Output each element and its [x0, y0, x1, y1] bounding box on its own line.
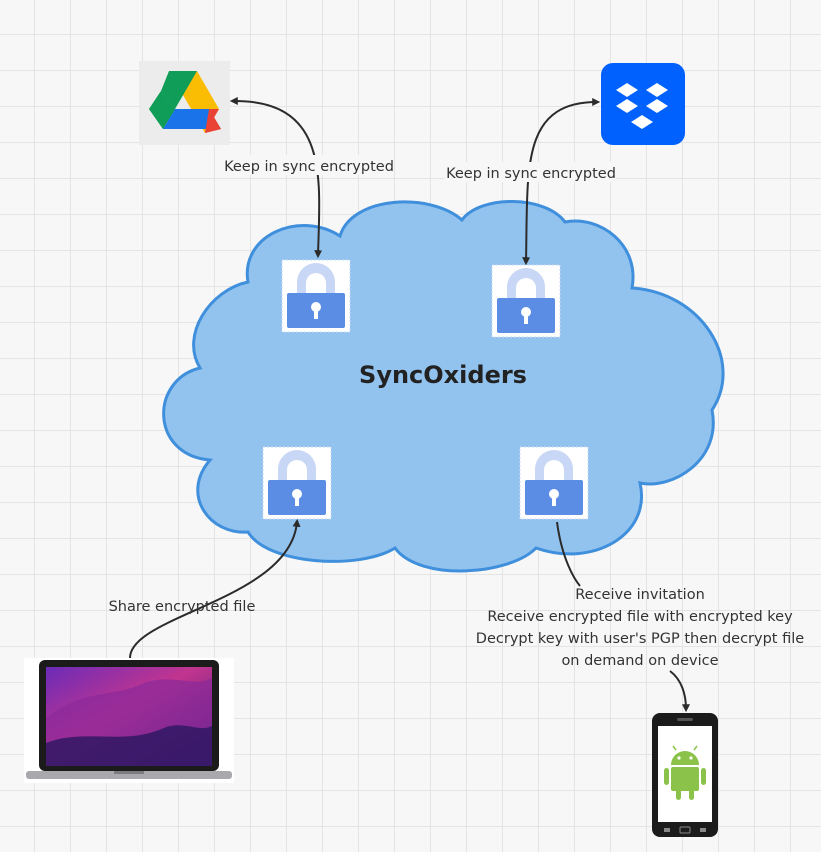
gdrive-sync-label: Keep in sync encrypted: [224, 159, 394, 175]
receive-connector-top: [556, 521, 581, 587]
receive-label-line3: Decrypt key with user's PGP then decrypt…: [476, 631, 804, 647]
google-drive-icon[interactable]: [139, 61, 230, 145]
share-connector: [129, 518, 301, 659]
dropbox-sync-connector: [522, 98, 601, 266]
dropbox-icon[interactable]: [601, 63, 685, 145]
receive-label-line1: Receive invitation: [575, 587, 705, 603]
android-phone-icon[interactable]: [652, 713, 718, 837]
gdrive-sync-connector: [229, 96, 323, 259]
laptop-icon[interactable]: [24, 658, 234, 783]
receive-connector-bottom: [669, 670, 690, 713]
lock-icon: [262, 446, 332, 520]
diagram-title: SyncOxiders: [359, 361, 527, 389]
receive-label-line4: on demand on device: [561, 653, 718, 669]
lock-icon: [281, 259, 351, 333]
lock-icon: [491, 264, 561, 338]
receive-label-line2: Receive encrypted file with encrypted ke…: [487, 609, 793, 625]
dropbox-sync-label: Keep in sync encrypted: [446, 166, 616, 182]
lock-icon: [519, 446, 589, 520]
share-label: Share encrypted file: [109, 599, 256, 615]
